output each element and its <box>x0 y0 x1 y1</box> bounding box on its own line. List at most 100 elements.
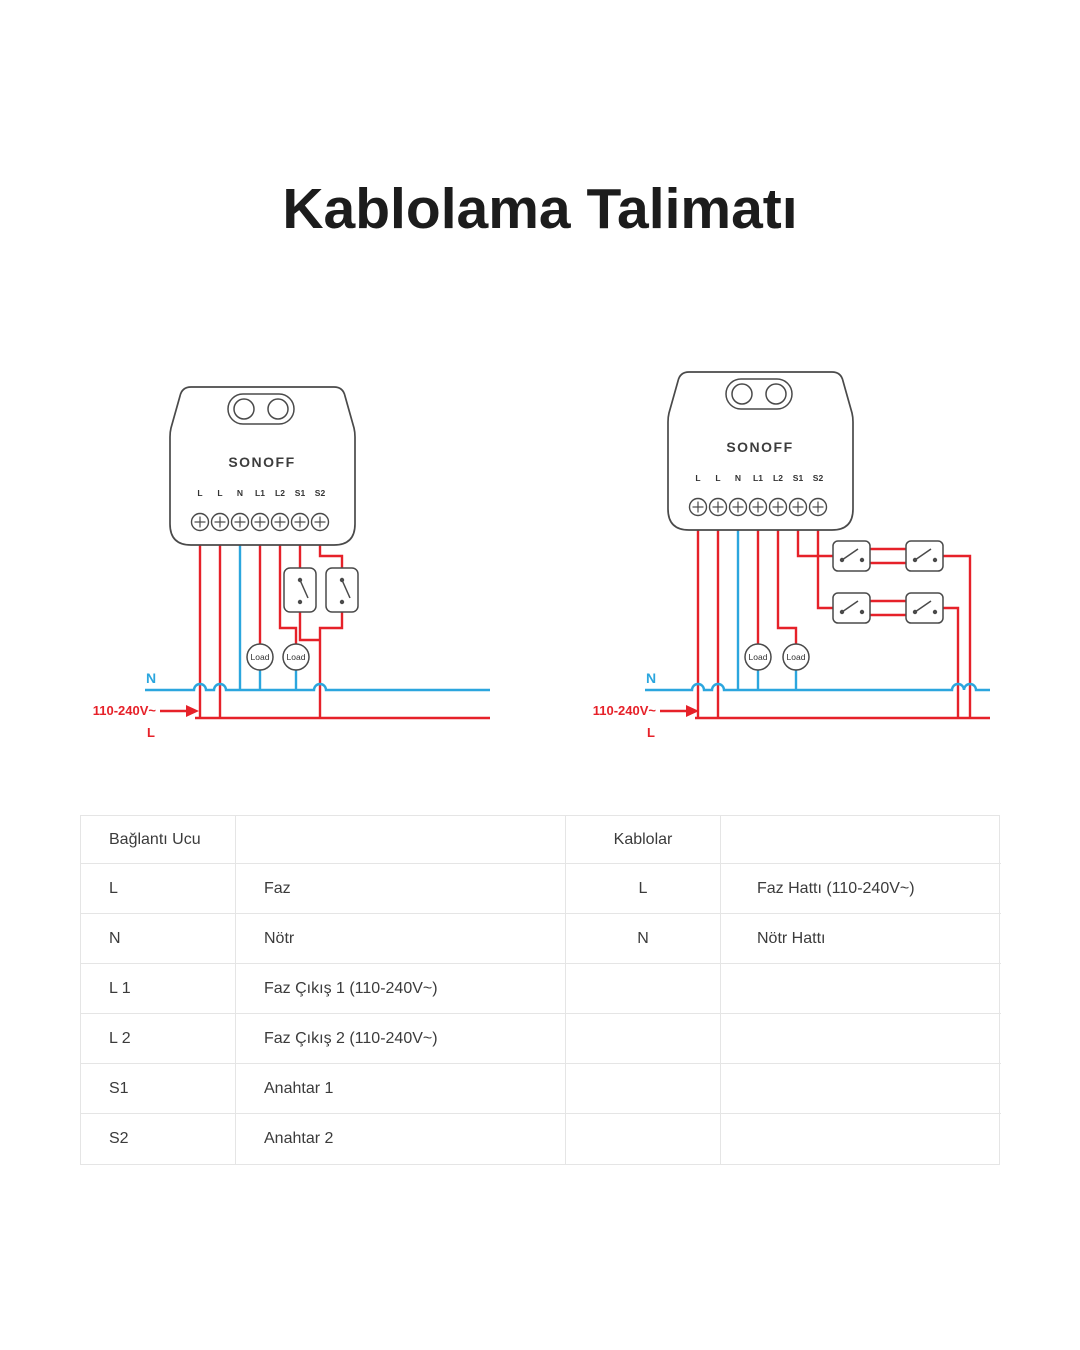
screw-terminal-icon <box>270 512 290 532</box>
screw-terminal-icon <box>310 512 330 532</box>
table-cell-terminal-desc: Faz <box>236 864 566 914</box>
neutral-label: N <box>646 670 656 686</box>
switch1-return-wire <box>298 612 320 642</box>
screw-terminal-icon <box>768 497 788 517</box>
load-circle-icon <box>782 643 810 671</box>
terminal-label: S1 <box>793 473 804 483</box>
button-icon <box>731 383 753 405</box>
voltage-arrowhead-icon <box>186 705 199 717</box>
diagram-right: Load Load <box>593 371 990 740</box>
brand-logo: SONOFF <box>726 439 793 455</box>
switch2-return-wire <box>943 606 960 718</box>
load-circle-icon <box>246 643 274 671</box>
switch1-return-wire <box>943 554 972 718</box>
switch-lever-icon <box>299 579 309 599</box>
terminal-labels: L L N L1 L2 S1 S2 <box>695 473 823 483</box>
button-slot <box>227 393 295 425</box>
table-cell-terminal-desc: Faz Çıkış 2 (110-240V~) <box>236 1014 566 1064</box>
switch-lever-icon <box>341 579 351 599</box>
wiring-left <box>145 532 490 720</box>
load2-wire <box>278 532 298 644</box>
switch-box <box>832 592 871 624</box>
load-label: Load <box>787 652 806 662</box>
button-icon <box>765 383 787 405</box>
table-cell-wire-desc: Nötr Hattı <box>721 914 1001 964</box>
terminal-label: L2 <box>773 473 783 483</box>
load-2: Load <box>782 643 810 671</box>
voltage-label: 110-240V~ <box>93 703 157 718</box>
load-2: Load <box>282 643 310 671</box>
switch2-wire <box>816 517 833 610</box>
brand-logo: SONOFF <box>228 454 295 470</box>
screw-terminal-icon <box>748 497 768 517</box>
diagram-left: Load Load SONOFF L L <box>93 386 490 740</box>
terminal-label: L <box>715 473 720 483</box>
load-label: Load <box>251 652 270 662</box>
table-cell-wire-desc <box>721 1014 1001 1064</box>
wiring-diagrams-svg: Load Load SONOFF L L <box>93 371 990 740</box>
screw-terminal-icon <box>808 497 828 517</box>
table-cell-wire <box>566 1114 721 1164</box>
switch-box <box>283 567 317 613</box>
device-body <box>667 371 854 531</box>
switch-lever-icon <box>841 600 859 613</box>
table-cell-wire <box>566 1064 721 1114</box>
button-slot <box>725 378 793 410</box>
live-label: L <box>147 725 155 740</box>
wall-switch-2a <box>832 592 871 624</box>
neutral-label: N <box>146 670 156 686</box>
device-body <box>169 386 356 546</box>
wall-switch-1 <box>283 567 317 613</box>
wiring-right <box>645 517 990 720</box>
screw-terminal-icon <box>190 512 210 532</box>
terminal-screws <box>688 497 828 517</box>
voltage-arrowhead-icon <box>686 705 699 717</box>
table-cell-terminal: L 2 <box>81 1014 236 1064</box>
neutral-line <box>145 682 490 692</box>
terminal-label: S1 <box>295 488 306 498</box>
table-cell-wire <box>566 1014 721 1064</box>
switch-contact-icon <box>932 557 938 563</box>
screw-terminal-icon <box>290 512 310 532</box>
table-cell-terminal-desc: Faz Çıkış 1 (110-240V~) <box>236 964 566 1014</box>
wall-switch-2b <box>905 592 944 624</box>
live-label: L <box>647 725 655 740</box>
voltage-label: 110-240V~ <box>593 703 657 718</box>
switch-contact-icon <box>339 599 345 605</box>
table-cell-terminal: S1 <box>81 1064 236 1114</box>
table-cell-terminal: S2 <box>81 1114 236 1164</box>
table-cell-terminal-desc: Anahtar 2 <box>236 1114 566 1164</box>
table-cell-wire <box>566 964 721 1014</box>
table-cell-terminal-desc: Anahtar 1 <box>236 1064 566 1114</box>
table-cell-wire-desc <box>721 1064 1001 1114</box>
terminal-label: N <box>735 473 741 483</box>
terminal-label: S2 <box>813 473 824 483</box>
table-cell-wire-desc <box>721 964 1001 1014</box>
switch-contact-icon <box>297 599 303 605</box>
wall-switch-1b <box>905 540 944 572</box>
smart-switch-device-left: SONOFF L L N L1 L2 S1 S2 <box>169 386 356 546</box>
load-circle-icon <box>282 643 310 671</box>
switch-box <box>905 592 944 624</box>
table-cell-wire: N <box>566 914 721 964</box>
button-icon <box>267 398 289 420</box>
screw-terminal-icon <box>688 497 708 517</box>
smart-switch-device-right: SONOFF L L N L1 L2 S1 S2 <box>667 371 854 531</box>
load2-wire <box>776 517 798 644</box>
terminal-label: L <box>197 488 202 498</box>
terminal-labels: L L N L1 L2 S1 S2 <box>197 488 325 498</box>
terminal-label: L1 <box>255 488 265 498</box>
table-header-empty <box>721 816 1001 864</box>
terminal-screws <box>190 512 330 532</box>
table-cell-wire-desc <box>721 1114 1001 1164</box>
load-1: Load <box>744 643 772 671</box>
table-header-wires: Kablolar <box>566 816 721 864</box>
switch2-return-wire <box>318 612 344 718</box>
load-circle-icon <box>744 643 772 671</box>
screw-terminal-icon <box>210 512 230 532</box>
screw-terminal-icon <box>728 497 748 517</box>
table-header-terminal: Bağlantı Ucu <box>81 816 236 864</box>
load-label: Load <box>287 652 306 662</box>
switch-contact-icon <box>859 609 865 615</box>
terminal-label: S2 <box>315 488 326 498</box>
